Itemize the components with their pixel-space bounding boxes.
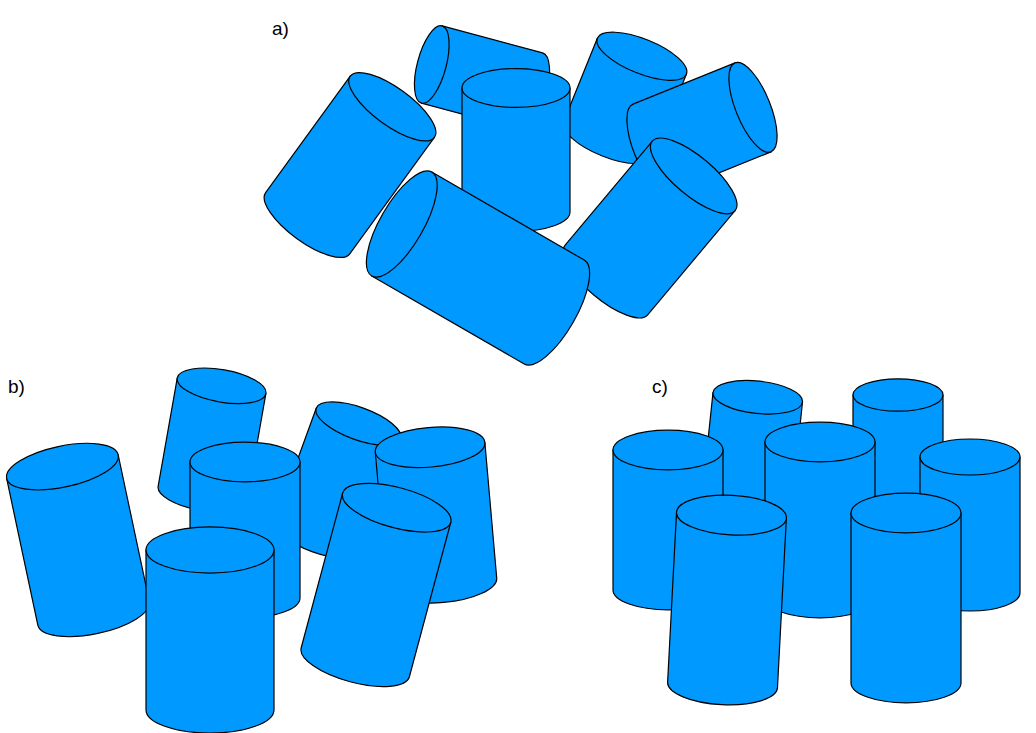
cylinder <box>296 474 456 696</box>
cylinder-cap <box>146 527 274 573</box>
cylinder-cap <box>190 442 300 482</box>
cylinder-cap <box>462 69 570 108</box>
panel-label: c) <box>652 376 668 398</box>
cylinder <box>2 435 153 646</box>
cylinder-cap <box>408 22 457 107</box>
cylinder-cap <box>853 379 943 411</box>
cylinder-cap <box>920 439 1020 475</box>
cylinder-cap <box>675 492 787 537</box>
cylinder-body <box>851 513 961 703</box>
cylinder-body <box>667 512 787 707</box>
cylinder-cap <box>374 423 487 472</box>
cylinder-cap <box>851 493 961 533</box>
cylinder-body <box>146 550 274 733</box>
cylinder-cap <box>640 126 748 225</box>
cylinder-cap <box>174 362 268 410</box>
cylinder <box>851 493 961 703</box>
cylinder-cap <box>2 435 122 499</box>
panel-label: b) <box>8 376 25 398</box>
panel-label: a) <box>272 18 289 40</box>
cylinder-cap <box>339 61 445 152</box>
cylinder-cap <box>337 474 456 542</box>
cylinder-cap <box>613 430 723 470</box>
cylinder-cap <box>591 22 693 90</box>
cylinder <box>146 527 274 733</box>
cylinder-cap <box>719 56 787 158</box>
cylinder-cap <box>711 376 804 418</box>
cylinder-cap <box>765 422 875 462</box>
cylinder-cap <box>353 161 450 287</box>
cylinder <box>353 161 603 375</box>
cylinder <box>667 492 788 707</box>
